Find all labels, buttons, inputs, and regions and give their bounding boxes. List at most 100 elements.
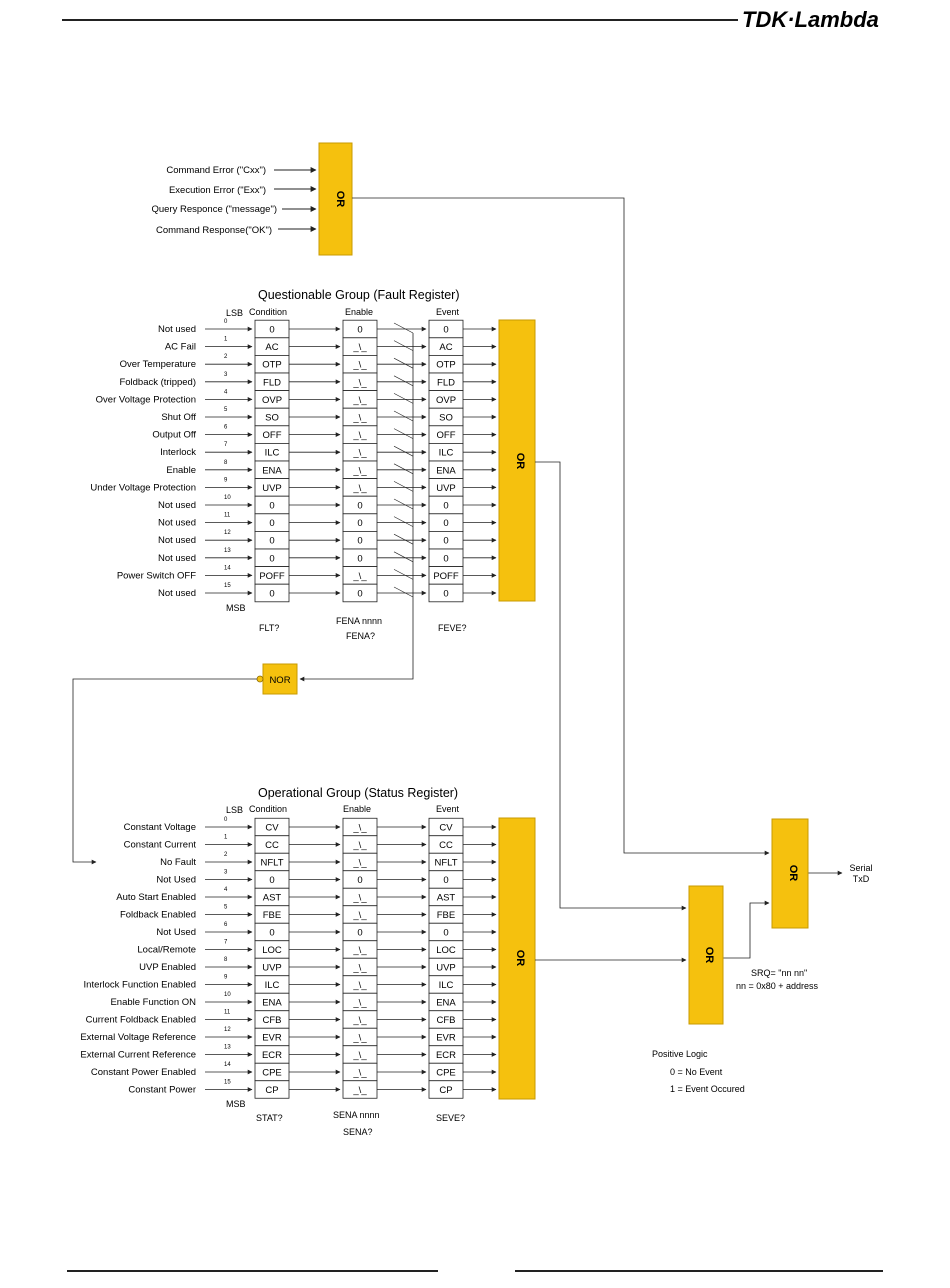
questionable-enable-header: Enable <box>345 307 373 317</box>
register-input-label: Constant Voltage <box>124 822 196 833</box>
condition-cell: POFF <box>259 571 285 582</box>
nor-tap-line <box>393 498 414 510</box>
operational-or-gate-label: OR <box>514 950 526 967</box>
register-input-label: UVP Enabled <box>139 962 196 973</box>
operational-title: Operational Group (Status Register) <box>258 786 458 800</box>
nor-bus-taps <box>393 322 414 598</box>
event-cell: OFF <box>437 430 456 441</box>
register-input-label: Enable Function ON <box>110 997 196 1008</box>
questionable-msb-label: MSB <box>226 603 246 613</box>
questionable-condition-command: FLT? <box>259 623 279 633</box>
condition-cell: UVP <box>262 963 282 974</box>
condition-cell: CPE <box>262 1068 282 1079</box>
enable-cell: 0 <box>357 325 362 336</box>
condition-cell: SO <box>265 413 279 424</box>
condition-cell: FLD <box>263 377 281 388</box>
event-cell: NFLT <box>434 858 457 869</box>
bit-number: 5 <box>224 407 228 413</box>
questionable-or-gate-label: OR <box>514 453 526 470</box>
enable-cell: _\_ <box>352 858 367 869</box>
register-input-label: Not Used <box>156 927 196 938</box>
nor-inversion-bubble <box>256 675 264 683</box>
enable-cell: _\_ <box>352 1015 367 1026</box>
bit-number: 10 <box>224 992 231 998</box>
enable-cell: _\_ <box>352 963 367 974</box>
bit-number: 4 <box>224 389 228 395</box>
condition-cell: LOC <box>262 945 282 956</box>
event-cell: EVR <box>436 1033 456 1044</box>
condition-cell: 0 <box>269 536 274 547</box>
register-input-label: AC Fail <box>165 342 196 353</box>
serial-output-label-txd: TxD <box>853 874 870 884</box>
bit-number: 12 <box>224 1027 231 1033</box>
register-input-label: External Current Reference <box>80 1050 196 1061</box>
legend-event-occured: 1 = Event Occured <box>670 1084 745 1094</box>
condition-cell: ILC <box>265 448 280 459</box>
bit-number: 1 <box>224 835 228 841</box>
nor-tap-line <box>393 569 414 580</box>
enable-cell: _\_ <box>352 360 367 371</box>
bit-number: 0 <box>224 319 228 325</box>
bit-number: 3 <box>224 372 228 378</box>
enable-cell: _\_ <box>352 342 367 353</box>
nor-tap-line <box>393 533 414 545</box>
srq-address-note: nn = 0x80 + address <box>736 981 819 991</box>
operational-lsb-label: LSB <box>226 805 243 815</box>
bit-number: 14 <box>224 1062 231 1068</box>
condition-cell: CP <box>265 1085 278 1096</box>
nor-output-line <box>72 678 257 865</box>
register-input-label: Constant Power Enabled <box>91 1067 196 1078</box>
enable-cell: _\_ <box>352 395 367 406</box>
bit-number: 14 <box>224 565 231 571</box>
operational-event-command: SEVE? <box>436 1113 465 1123</box>
enable-cell: _\_ <box>352 910 367 921</box>
bit-number: 6 <box>224 425 228 431</box>
condition-cell: EVR <box>262 1033 282 1044</box>
bit-number: 7 <box>224 940 228 946</box>
event-cell: 0 <box>443 875 448 886</box>
questionable-or-gate <box>498 319 536 602</box>
srq-or-gate <box>688 885 724 1025</box>
condition-cell: AC <box>265 342 278 353</box>
enable-cell: _\_ <box>352 1050 367 1061</box>
register-input-label: Interlock <box>160 447 196 458</box>
nor-gate-label: NOR <box>269 675 290 686</box>
event-cell: SO <box>439 413 453 424</box>
bit-number: 11 <box>224 1010 231 1016</box>
output-or-gate-label: OR <box>787 865 799 882</box>
enable-cell: 0 <box>357 928 362 939</box>
operational-condition-command: STAT? <box>256 1113 283 1123</box>
questionable-group: Questionable Group (Fault Register) LSB … <box>90 288 536 641</box>
enable-cell: _\_ <box>352 1085 367 1096</box>
condition-cell: 0 <box>269 518 274 529</box>
questionable-lsb-label: LSB <box>226 308 243 318</box>
register-input-label: Local/Remote <box>137 945 196 956</box>
event-cell: 0 <box>443 325 448 336</box>
operational-enable-header: Enable <box>343 804 371 814</box>
nor-gate <box>262 663 298 695</box>
event-cell: ILC <box>439 980 454 991</box>
event-cell: OTP <box>436 360 456 371</box>
bit-number: 13 <box>224 548 231 554</box>
register-input-label: Shut Off <box>161 412 196 423</box>
questionable-condition-header: Condition <box>249 307 287 317</box>
bit-number: 7 <box>224 442 228 448</box>
event-cell: ILC <box>439 448 454 459</box>
operational-event-header: Event <box>436 804 460 814</box>
enable-cell: 0 <box>357 589 362 600</box>
register-input-label: Enable <box>166 465 196 476</box>
nor-tap-line <box>393 357 414 369</box>
bit-number: 4 <box>224 887 228 893</box>
register-input-label: Not used <box>158 324 196 335</box>
message-or-group: Command Error ("Cxx") Execution Error ("… <box>151 142 353 256</box>
operational-enable-set-command: SENA nnnn <box>333 1110 380 1120</box>
nor-tap-line <box>393 481 414 492</box>
enable-cell: _\_ <box>352 945 367 956</box>
condition-cell: ENA <box>262 998 282 1009</box>
enable-cell: _\_ <box>352 483 367 494</box>
register-input-label: Not Used <box>156 875 196 886</box>
bit-number: 6 <box>224 922 228 928</box>
enable-cell: _\_ <box>352 840 367 851</box>
operational-condition-header: Condition <box>249 804 287 814</box>
